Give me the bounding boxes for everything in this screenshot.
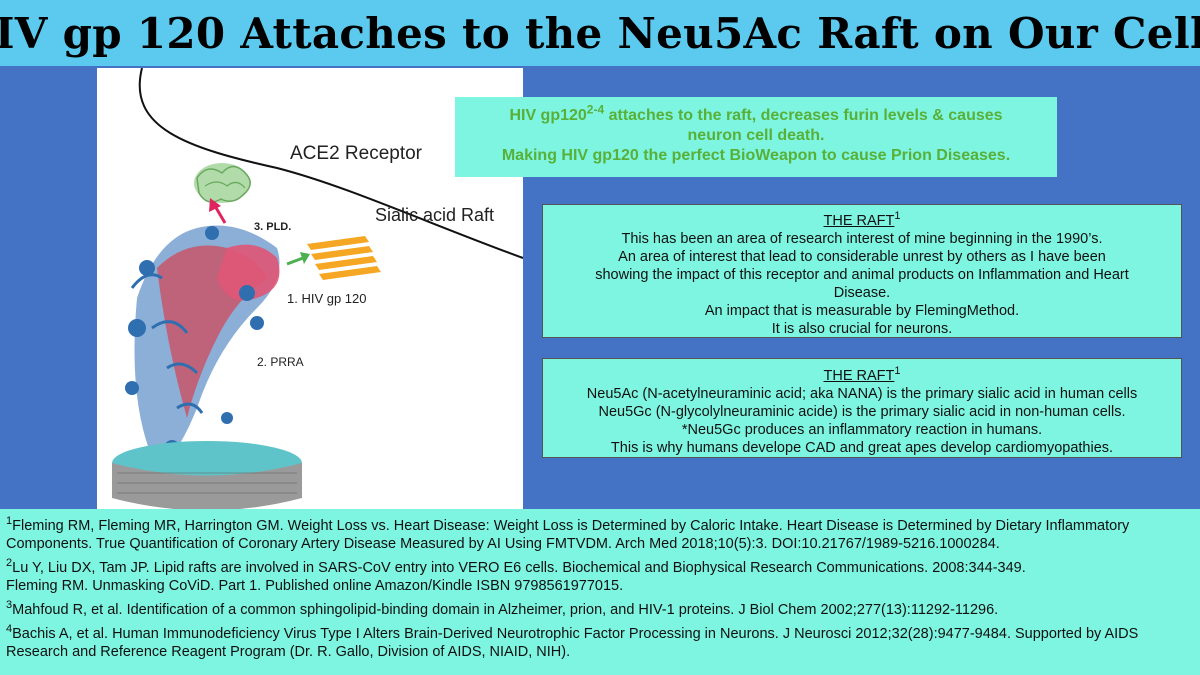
- raft-box-1: THE RAFT1 This has been an area of resea…: [542, 204, 1182, 338]
- callout-line-1: HIV gp1202-4 attaches to the raft, decre…: [455, 102, 1057, 126]
- raft-box-1-line: It is also crucial for neurons.: [771, 321, 953, 337]
- raft-box-1-line: showing the impact of this receptor and …: [595, 267, 1129, 283]
- reference-number: 2: [6, 557, 13, 570]
- raft-box-1-line: An impact that is measurable by FlemingM…: [704, 303, 1020, 319]
- ace2-label: ACE2 Receptor: [290, 143, 423, 164]
- raft-figure: ACE2 Receptor Sialic acid Raft 3. PLD. 1…: [97, 68, 523, 509]
- prra-label: 2. PRRA: [257, 355, 304, 369]
- raft-heading-the: THE: [823, 213, 853, 229]
- raft-box-1-heading: THE RAFT1: [543, 210, 1181, 230]
- green-arrow: [286, 252, 310, 266]
- reference-text: Fleming RM. Unmasking CoViD. Part 1. Pub…: [6, 578, 624, 594]
- ace2-protein: [194, 163, 251, 203]
- sialic-raft: [307, 236, 381, 280]
- reference-3: 3Mahfoud R, et al. Identification of a c…: [6, 599, 1194, 619]
- raft-box-1-line: An area of interest that lead to conside…: [618, 249, 1106, 265]
- reference-4: 4Bachis A, et al. Human Immunodeficiency…: [6, 623, 1194, 661]
- raft-box-2-line: This is why humans develope CAD and grea…: [610, 440, 1114, 456]
- callout-sup: 2-4: [586, 102, 605, 117]
- raft-box-1-line: Disease.: [833, 285, 891, 301]
- hiv-gp120-protein: [125, 225, 280, 468]
- sialic-raft-label: Sialic acid Raft: [375, 205, 495, 225]
- raft-box-2: THE RAFT1 Neu5Ac (N-acetylneuraminic aci…: [542, 358, 1182, 458]
- reference-text: Lu Y, Liu DX, Tam JP. Lipid rafts are in…: [12, 560, 1026, 576]
- red-arrow: [209, 198, 227, 224]
- cell-membrane-arc: [138, 68, 523, 259]
- raft-box-1-line: This has been an area of research intere…: [621, 231, 1103, 247]
- reference-number: 1: [6, 515, 13, 528]
- reference-text: Mahfoud R, et al. Identification of a co…: [12, 602, 999, 618]
- raft-box-2-line: *Neu5Gc produces an inflammatory reactio…: [681, 422, 1043, 438]
- page-title: HIV gp 120 Attaches to the Neu5Ac Raft o…: [0, 8, 1200, 58]
- raft-heading-raft: RAFT: [852, 368, 895, 384]
- callout-line-3: Making HIV gp120 the perfect BioWeapon t…: [501, 147, 1011, 164]
- reference-text: Fleming RM, Fleming MR, Harrington GM. W…: [6, 518, 1130, 552]
- raft-sup: 1: [894, 365, 901, 378]
- raft-heading-raft: RAFT: [852, 213, 895, 229]
- gp120-callout: HIV gp1202-4 attaches to the raft, decre…: [455, 97, 1057, 177]
- references: 1Fleming RM, Fleming MR, Harrington GM. …: [0, 509, 1200, 675]
- raft-heading-the: THE: [823, 368, 853, 384]
- raft-sup: 1: [894, 210, 901, 223]
- reference-1: 1Fleming RM, Fleming MR, Harrington GM. …: [6, 515, 1194, 553]
- callout-text: attaches to the raft, decreases furin le…: [604, 107, 1003, 124]
- reference-number: 4: [6, 623, 13, 636]
- raft-box-2-line: Neu5Gc (N-glycolylneuraminic acide) is t…: [598, 404, 1126, 420]
- title-bar: HIV gp 120 Attaches to the Neu5Ac Raft o…: [0, 0, 1200, 66]
- callout-line-2: neuron cell death.: [687, 127, 825, 144]
- raft-box-2-line: Neu5Ac (N-acetylneuraminic acid; aka NAN…: [586, 386, 1138, 402]
- lipid-membrane: [112, 441, 302, 509]
- reference-number: 3: [6, 599, 13, 612]
- hiv-gp120-label: 1. HIV gp 120: [287, 291, 367, 306]
- reference-text: Bachis A, et al. Human Immunodeficiency …: [6, 626, 1139, 660]
- raft-box-2-heading: THE RAFT1: [543, 365, 1181, 385]
- raft-illustration: [112, 68, 523, 509]
- reference-2: 2Lu Y, Liu DX, Tam JP. Lipid rafts are i…: [6, 557, 1194, 595]
- pld-label: 3. PLD.: [254, 221, 292, 233]
- callout-gp120: HIV gp120: [509, 107, 587, 124]
